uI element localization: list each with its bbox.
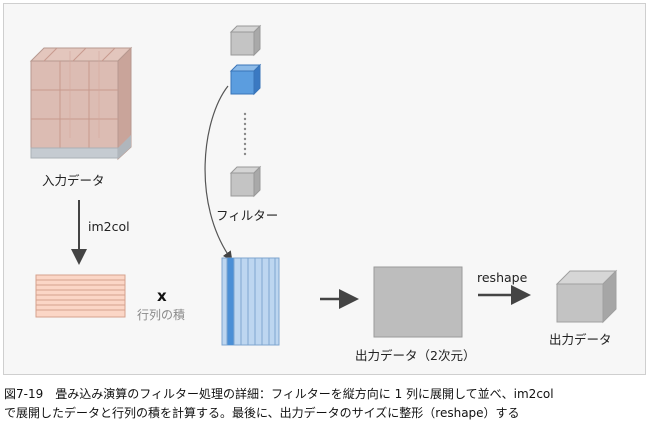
filter-dots [243,112,247,156]
filter-label: フィルター [216,208,279,223]
reshape-label: reshape [477,270,528,285]
filter-cube-bottom [229,165,262,198]
input-data-label: 入力データ [42,173,105,188]
output-data-label: 出力データ [549,332,612,347]
output-2d-block [373,266,463,338]
matrix-product-label: 行列の積 [137,308,186,322]
caption-line-1: 図7-19 畳み込み演算のフィルター処理の詳細：フィルターを縦方向に 1 列に展… [4,387,554,401]
output-data-cube [555,269,618,324]
multiply-symbol: x [157,287,167,305]
output-2d-label: 出力データ（2次元） [355,348,476,363]
filter-expand-arrow [204,85,233,261]
im2col-diagram [29,24,618,346]
im2col-label: im2col [88,219,130,234]
figure-caption: 図7-19 畳み込み演算のフィルター処理の詳細：フィルターを縦方向に 1 列に展… [4,385,645,423]
caption-line-2: で展開したデータと行列の積を計算する。最後に、出力データのサイズに整形（resh… [4,406,520,420]
input-data-cube [29,46,133,161]
filter-column-matrix [221,257,280,346]
filter-cube-top [229,24,262,57]
diagram-panel: 入力データ im2col x 行列の積 フィルター 出力データ（2次元） res… [3,3,646,375]
im2col-row-matrix [35,274,126,318]
filter-cube-highlighted [229,63,262,96]
